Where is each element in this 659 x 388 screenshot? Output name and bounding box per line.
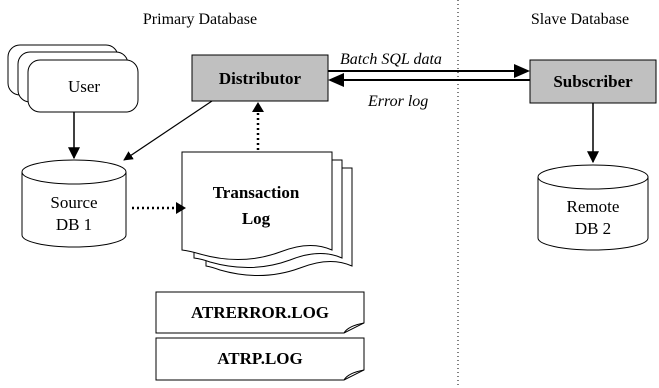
subscriber-node: Subscriber — [529, 59, 657, 104]
remote-db-label-line2: DB 2 — [575, 219, 611, 238]
atrerror-log-box — [155, 291, 365, 334]
transaction-log-document: Transaction Log — [181, 151, 353, 276]
atrp-log-label: ATRP.LOG — [217, 349, 303, 368]
remote-db-cylinder: Remote DB 2 — [537, 164, 649, 251]
user-label: User — [68, 77, 100, 96]
remote-db-body — [537, 177, 649, 251]
transaction-log-label-line1: Transaction — [213, 183, 300, 202]
source-db-body — [21, 172, 127, 248]
atrp-log-box — [155, 337, 365, 381]
distributor-label: Distributor — [219, 69, 302, 88]
error-log-label: Error log — [367, 93, 428, 110]
subscriber-box — [529, 59, 657, 104]
arrowhead-batch-sql — [514, 64, 530, 78]
slave-database-title: Slave Database — [531, 11, 629, 28]
distributor-node: Distributor — [191, 54, 329, 102]
atrerror-log-label: ATRERROR.LOG — [191, 303, 329, 322]
batch-sql-label: Batch SQL data — [340, 51, 442, 68]
atrp-log-note: ATRP.LOG — [155, 337, 365, 381]
primary-database-title: Primary Database — [143, 11, 257, 28]
source-db-label-line1: Source — [50, 193, 97, 212]
arrow-distributor-to-source — [123, 100, 213, 161]
arrowhead-source-to-log — [176, 202, 186, 214]
distributor-box — [191, 54, 329, 102]
arrowhead-error-log — [328, 73, 344, 87]
subscriber-label: Subscriber — [553, 72, 633, 91]
remote-db-label-line1: Remote — [567, 197, 620, 216]
user-box — [27, 59, 139, 113]
source-db-top — [21, 159, 127, 185]
source-db-label-line2: DB 1 — [56, 215, 92, 234]
transaction-log-page-front — [181, 151, 333, 260]
transaction-log-label-line2: Log — [242, 209, 271, 228]
arrowhead-log-to-distributor — [252, 102, 264, 112]
source-db-cylinder: Source DB 1 — [21, 159, 127, 248]
atrp-log-fold — [343, 369, 365, 381]
remote-db-top — [537, 164, 649, 190]
atrerror-log-note: ATRERROR.LOG — [155, 291, 365, 334]
atrerror-log-fold — [343, 322, 365, 334]
user-node: User — [7, 44, 139, 113]
